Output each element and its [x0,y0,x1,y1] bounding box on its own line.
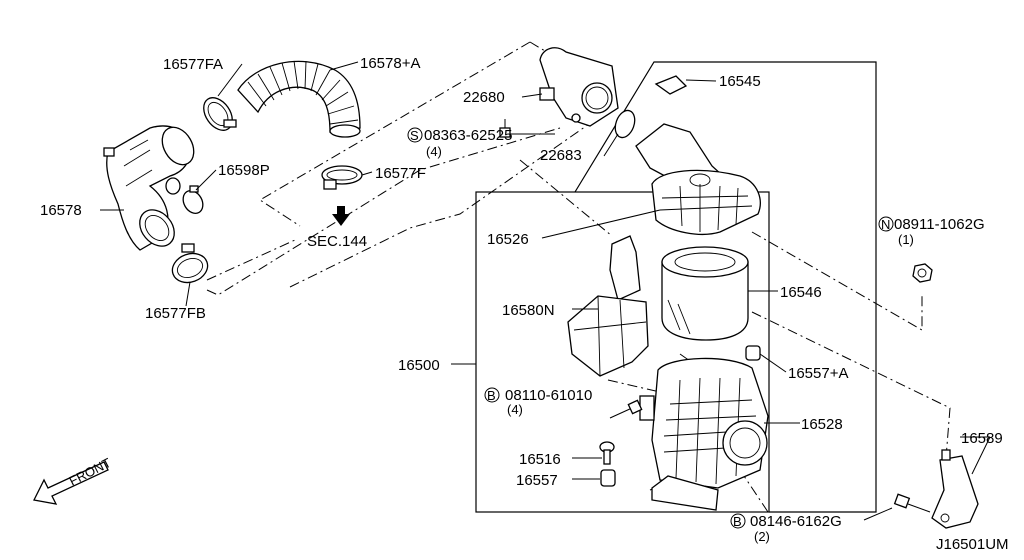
n-mark-circle [878,216,894,232]
hose-clamp-16577fa [203,97,237,131]
pin-16516 [599,441,615,465]
intake-hose-16578a [237,60,361,138]
label-16580n: 16580N [502,302,555,319]
s-mark-circle [407,127,423,143]
label-08110-qty: (4) [507,402,523,417]
bolt-08363 [499,119,511,138]
clip-16545 [654,75,688,95]
bolt-08110 [609,399,643,419]
nut-08911 [912,263,933,283]
label-22683: 22683 [540,147,582,164]
air-cleaner-frame-outer [574,61,877,513]
air-cleaner-cover-16526 [635,75,761,235]
label-16577f: 16577F [375,165,426,182]
front-direction-arrow [33,461,109,505]
assembly-frames [475,61,877,513]
label-22680: 22680 [463,89,505,106]
label-16589: 16589 [961,430,1003,447]
label-08363-qty: (4) [426,144,442,159]
air-cleaner-frame-inner [475,191,770,513]
label-08146-prefix: B [733,514,742,529]
front-arrow-icon [33,461,109,505]
label-08146-qty: (2) [754,529,770,544]
label-section-ref: SEC.144 [307,233,367,250]
label-16577fa: 16577FA [163,56,223,73]
air-duct-16578 [103,125,195,251]
leader-lines [100,61,991,521]
label-16557: 16557 [516,472,558,489]
hose-clamp-16577f [321,165,363,226]
label-08146: 08146-6162G [750,513,842,530]
air-cleaner-case-16528 [639,357,769,511]
label-16598p: 16598P [218,162,270,179]
label-16545: 16545 [719,73,761,90]
down-arrow-icon [332,206,350,226]
airflow-meter-22680 [539,47,619,127]
label-08363: 08363-62525 [424,127,512,144]
grommet-16557a [745,345,761,361]
label-16500: 16500 [398,357,440,374]
label-08110: 08110-61010 [505,387,592,404]
label-16516: 16516 [519,451,561,468]
label-16557a: 16557+A [788,365,848,382]
label-16546: 16546 [780,284,822,301]
label-08110-prefix: B [487,388,496,403]
gasket-22683 [614,109,636,139]
grommet-16557 [600,469,616,487]
label-08911: 08911-1062G [894,216,985,233]
label-16578: 16578 [40,202,82,219]
hose-clamp-16598p [182,185,204,214]
label-16528: 16528 [801,416,843,433]
bracket-16589 [931,449,979,529]
label-16577fb: 16577FB [145,305,206,322]
label-front: FRONT [67,455,114,489]
air-filter-element-16546 [661,246,749,341]
label-16526: 16526 [487,231,529,248]
b-mark-circle-1 [484,387,500,403]
hose-clamp-16577fb [171,243,209,284]
label-16578a: 16578+A [360,55,420,72]
label-08363-prefix: S [410,128,419,143]
b-mark-circle-2 [730,513,746,529]
bolt-08146 [893,493,931,513]
resonator-16580n [567,235,649,377]
label-08911-qty: (1) [898,232,914,247]
label-08911-prefix: N [881,217,890,232]
label-diagram-id: J16501UM [936,536,1009,553]
part-labels: 16577FA 16578+A 22680 16545 S 08363-6252… [40,55,1009,553]
